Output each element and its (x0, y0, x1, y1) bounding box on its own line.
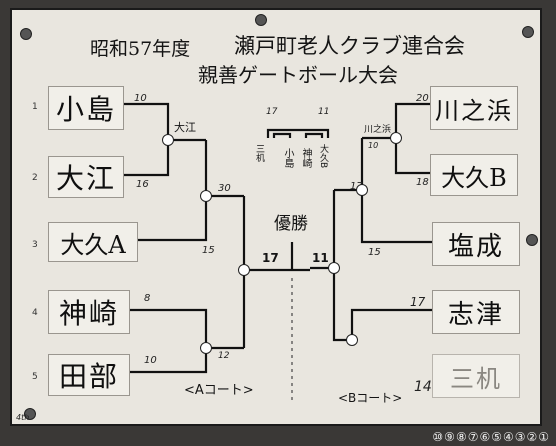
team-card-right-3: 塩成 (432, 222, 520, 266)
score: 8 (144, 293, 151, 304)
match-marker (328, 262, 340, 274)
rank-number: 4 (32, 308, 38, 318)
team-card-left-3: 大久A (48, 222, 138, 262)
team-name: 神崎 (58, 297, 119, 330)
team-name: 塩成 (447, 231, 504, 262)
tournament-board: 昭和57年度 瀬戸町老人クラブ連合会 親善ゲートボール大会 (10, 8, 542, 426)
team-card-left-2: 大江 (48, 156, 124, 198)
score: 10 (134, 93, 147, 104)
score: 18 (416, 177, 429, 188)
score: 10 (144, 355, 157, 366)
match-marker (238, 264, 250, 276)
team-card-left-1: 小島 (48, 86, 124, 130)
team-name: 川之浜 (435, 96, 513, 125)
champion-label: 優勝 (274, 214, 308, 234)
match-marker (200, 342, 212, 354)
score: 15 (368, 247, 381, 258)
court-b-label: <Bコート> (338, 391, 403, 405)
team-name: 大江 (55, 162, 116, 195)
team-name: 大久B (441, 163, 507, 192)
title-event: 親善ゲートボール大会 (198, 63, 398, 87)
score: 30 (218, 183, 231, 194)
final-score-right: 11 (312, 251, 329, 265)
score: 12 (218, 351, 230, 361)
pin-icon (522, 26, 534, 38)
mini-team: 小島 (282, 148, 293, 168)
match-marker (162, 134, 174, 146)
match-marker (200, 190, 212, 202)
winner-note: 川之浜 (364, 125, 392, 135)
team-card-left-4: 神崎 (48, 290, 130, 334)
score: 15 (202, 245, 215, 256)
pin-icon (526, 234, 538, 246)
score: 20 (416, 93, 429, 104)
score: 16 (136, 179, 149, 190)
winner-note: 大江 (174, 121, 196, 134)
title-year: 昭和57年度 (90, 38, 191, 60)
rank-number: 5 (32, 372, 38, 382)
score: 14 (414, 379, 432, 395)
match-marker (346, 334, 358, 346)
team-name: 小島 (55, 93, 116, 126)
team-name: 志津 (447, 299, 504, 330)
mini-team: 神崎 (300, 148, 311, 168)
team-card-left-5: 田部 (48, 354, 130, 396)
corner-note: 4th (16, 413, 30, 422)
team-name: 三机 (450, 364, 502, 393)
pin-icon (20, 28, 32, 40)
mini-team: 大久B (318, 144, 328, 169)
match-marker (390, 132, 402, 144)
pin-icon (255, 14, 267, 26)
score: 17 (410, 295, 426, 309)
score: 10 (368, 141, 379, 150)
rank-number: 2 (32, 173, 38, 183)
final-score-left: 17 (262, 251, 279, 265)
frame-number-stamp: ⑩⑨⑧⑦⑥⑤④③②① (432, 430, 550, 444)
mini-team: 三机 (254, 144, 264, 162)
team-card-right-1: 川之浜 (430, 86, 518, 130)
mini-score: 17 (266, 107, 278, 117)
team-card-right-4: 志津 (432, 290, 520, 334)
title-org: 瀬戸町老人クラブ連合会 (234, 34, 465, 58)
rank-number: 3 (32, 240, 38, 250)
team-card-right-2: 大久B (430, 154, 518, 196)
pin-icon (24, 408, 36, 420)
team-name: 大久A (60, 230, 126, 259)
court-a-label: <Aコート> (184, 383, 254, 398)
match-marker (356, 184, 368, 196)
rank-number: 1 (32, 102, 38, 112)
team-card-right-5: 三机 (432, 354, 520, 398)
team-name: 田部 (58, 360, 119, 393)
mini-score: 11 (318, 107, 330, 117)
